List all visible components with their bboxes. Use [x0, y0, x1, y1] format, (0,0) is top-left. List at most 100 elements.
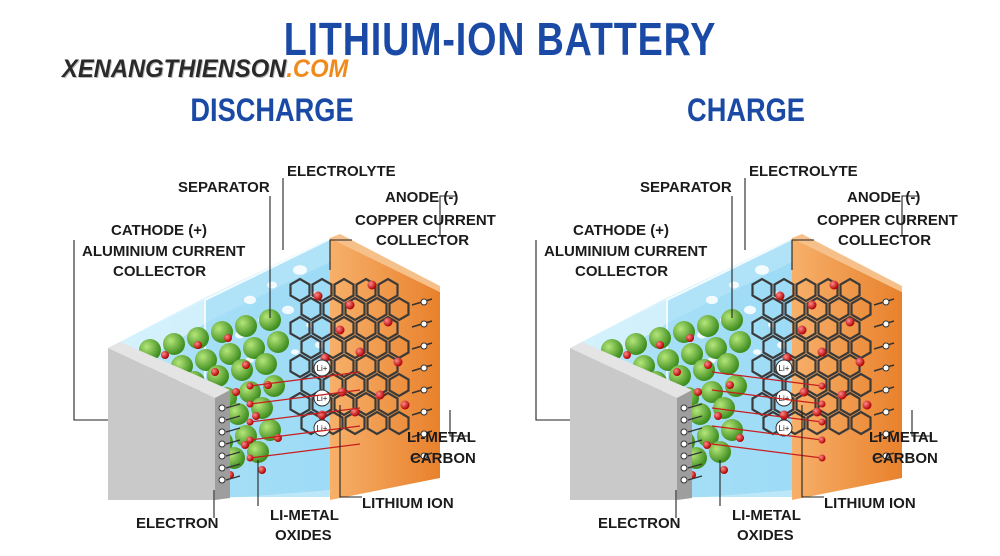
- aluminium-collector-label-2: COLLECTOR: [575, 263, 669, 280]
- lithium-ion-symbol: [775, 419, 793, 437]
- lithium-atom: [252, 412, 260, 420]
- lithium-atom: [383, 317, 393, 327]
- carbon-lattice-hex: [817, 315, 839, 341]
- anode-electron: [882, 452, 890, 460]
- carbon-lattice-hex: [322, 334, 344, 360]
- carbon-lattice-hex: [839, 277, 861, 303]
- cathode-flow-arrow: [687, 415, 703, 421]
- charge-diagram: Li+Li+Li+: [535, 178, 932, 518]
- ion-flow-arrow: [711, 407, 823, 423]
- anode-electron: [420, 342, 428, 350]
- discharge-panel: DISCHARGE Li+Li+Li+ SEPARATOR ELECTROLYT…: [73, 92, 496, 544]
- metal-oxide-particle: [681, 343, 703, 365]
- anode-electron: [882, 386, 890, 394]
- carbon-lattice-hex: [388, 410, 410, 436]
- migrating-lithium: [818, 436, 826, 444]
- lithium-ion-label: LITHIUM ION: [824, 495, 916, 512]
- carbon-lattice-hex: [355, 315, 377, 341]
- ion-flow-arrow: [249, 443, 361, 459]
- carbon-lattice-hex: [355, 391, 377, 417]
- cathode-electron: [680, 464, 688, 472]
- lithium-atom: [211, 368, 219, 376]
- ion-flow-arrow: [711, 371, 823, 387]
- carbon-lattice-hex: [344, 296, 366, 322]
- anode-electron: [882, 408, 890, 416]
- lithium-atom: [837, 390, 847, 400]
- anode-electron: [882, 430, 890, 438]
- carbon-lattice-hex: [850, 410, 872, 436]
- metal-oxide-particle: [243, 337, 265, 359]
- separator-pore: [729, 281, 739, 289]
- carbon-lattice-hex: [333, 277, 355, 303]
- cathode-electron: [218, 464, 226, 472]
- lithium-atom: [224, 334, 232, 342]
- carbon-lattice-hex: [377, 315, 399, 341]
- metal-oxide-particle: [255, 353, 277, 375]
- electron-label: ELECTRON: [136, 515, 219, 532]
- cathode-flow-arrow: [225, 451, 241, 457]
- separator-pore: [753, 349, 761, 355]
- migrating-lithium: [246, 382, 254, 390]
- lithium-atom: [274, 434, 282, 442]
- anode-electron: [420, 364, 428, 372]
- metal-oxide-particle: [235, 315, 257, 337]
- limetal-carbon-label-2: CARBON: [872, 450, 938, 467]
- anode-electron: [420, 386, 428, 394]
- ion-flow-arrow: [249, 407, 361, 423]
- limetal-oxides-label-1: LI-METAL: [732, 507, 801, 524]
- metal-oxide-particle: [657, 349, 679, 371]
- ion-flow-arrow: [249, 425, 361, 441]
- copper-collector-label-2: COLLECTOR: [838, 232, 932, 249]
- metal-oxide-particle: [709, 441, 731, 463]
- leader-line: [535, 240, 570, 421]
- discharge-heading: DISCHARGE: [190, 92, 354, 128]
- discharge-diagram: Li+Li+Li+: [73, 178, 470, 518]
- lithium-atom: [862, 400, 872, 410]
- cathode-plate-front: [108, 348, 215, 500]
- carbon-lattice-hex: [311, 277, 333, 303]
- leader-line: [339, 405, 362, 498]
- metal-oxide-particle: [195, 349, 217, 371]
- carbon-lattice-hex: [366, 334, 388, 360]
- migrating-lithium: [818, 400, 826, 408]
- cathode-electron: [218, 452, 226, 460]
- leader-line: [329, 239, 352, 270]
- carbon-lattice-hex: [289, 315, 311, 341]
- cathode-electron: [680, 416, 688, 424]
- separator-pore: [293, 265, 307, 275]
- anode-label: ANODE (-): [385, 189, 459, 206]
- carbon-lattice-hex: [311, 315, 333, 341]
- migrating-lithium: [818, 382, 826, 390]
- migrating-lithium: [246, 436, 254, 444]
- migrating-lithium: [246, 454, 254, 462]
- anode-electron: [420, 430, 428, 438]
- lithium-atom: [845, 317, 855, 327]
- carbon-lattice-hex: [762, 296, 784, 322]
- lithium-ion-symbol-text: Li+: [779, 364, 790, 373]
- metal-oxide-particle: [267, 331, 289, 353]
- lithium-atom: [393, 357, 403, 367]
- lithium-atom: [367, 280, 377, 290]
- carbon-lattice-hex: [344, 334, 366, 360]
- anode-electron: [882, 320, 890, 328]
- leader-line: [449, 410, 470, 437]
- limetal-oxides-label-2: OXIDES: [275, 527, 332, 544]
- anode-label: ANODE (-): [847, 189, 921, 206]
- metal-oxide-particle: [693, 359, 715, 381]
- leader-line: [73, 240, 108, 421]
- carbon-lattice-hex: [751, 353, 773, 379]
- metal-oxide-particle: [721, 309, 743, 331]
- metal-oxide-particle: [259, 309, 281, 331]
- metal-oxide-particle: [701, 381, 723, 403]
- carbon-lattice-hex: [377, 277, 399, 303]
- ion-flow-arrow: [249, 389, 361, 405]
- cathode-electron: [680, 476, 688, 484]
- cathode-electron: [680, 428, 688, 436]
- carbon-lattice-hex: [366, 296, 388, 322]
- lithium-atom: [736, 434, 744, 442]
- metal-oxide-particle: [705, 337, 727, 359]
- lithium-atom: [375, 390, 385, 400]
- carbon-lattice-hex: [806, 410, 828, 436]
- metal-oxide-particle: [725, 375, 747, 397]
- lithium-ion-symbol-text: Li+: [317, 364, 328, 373]
